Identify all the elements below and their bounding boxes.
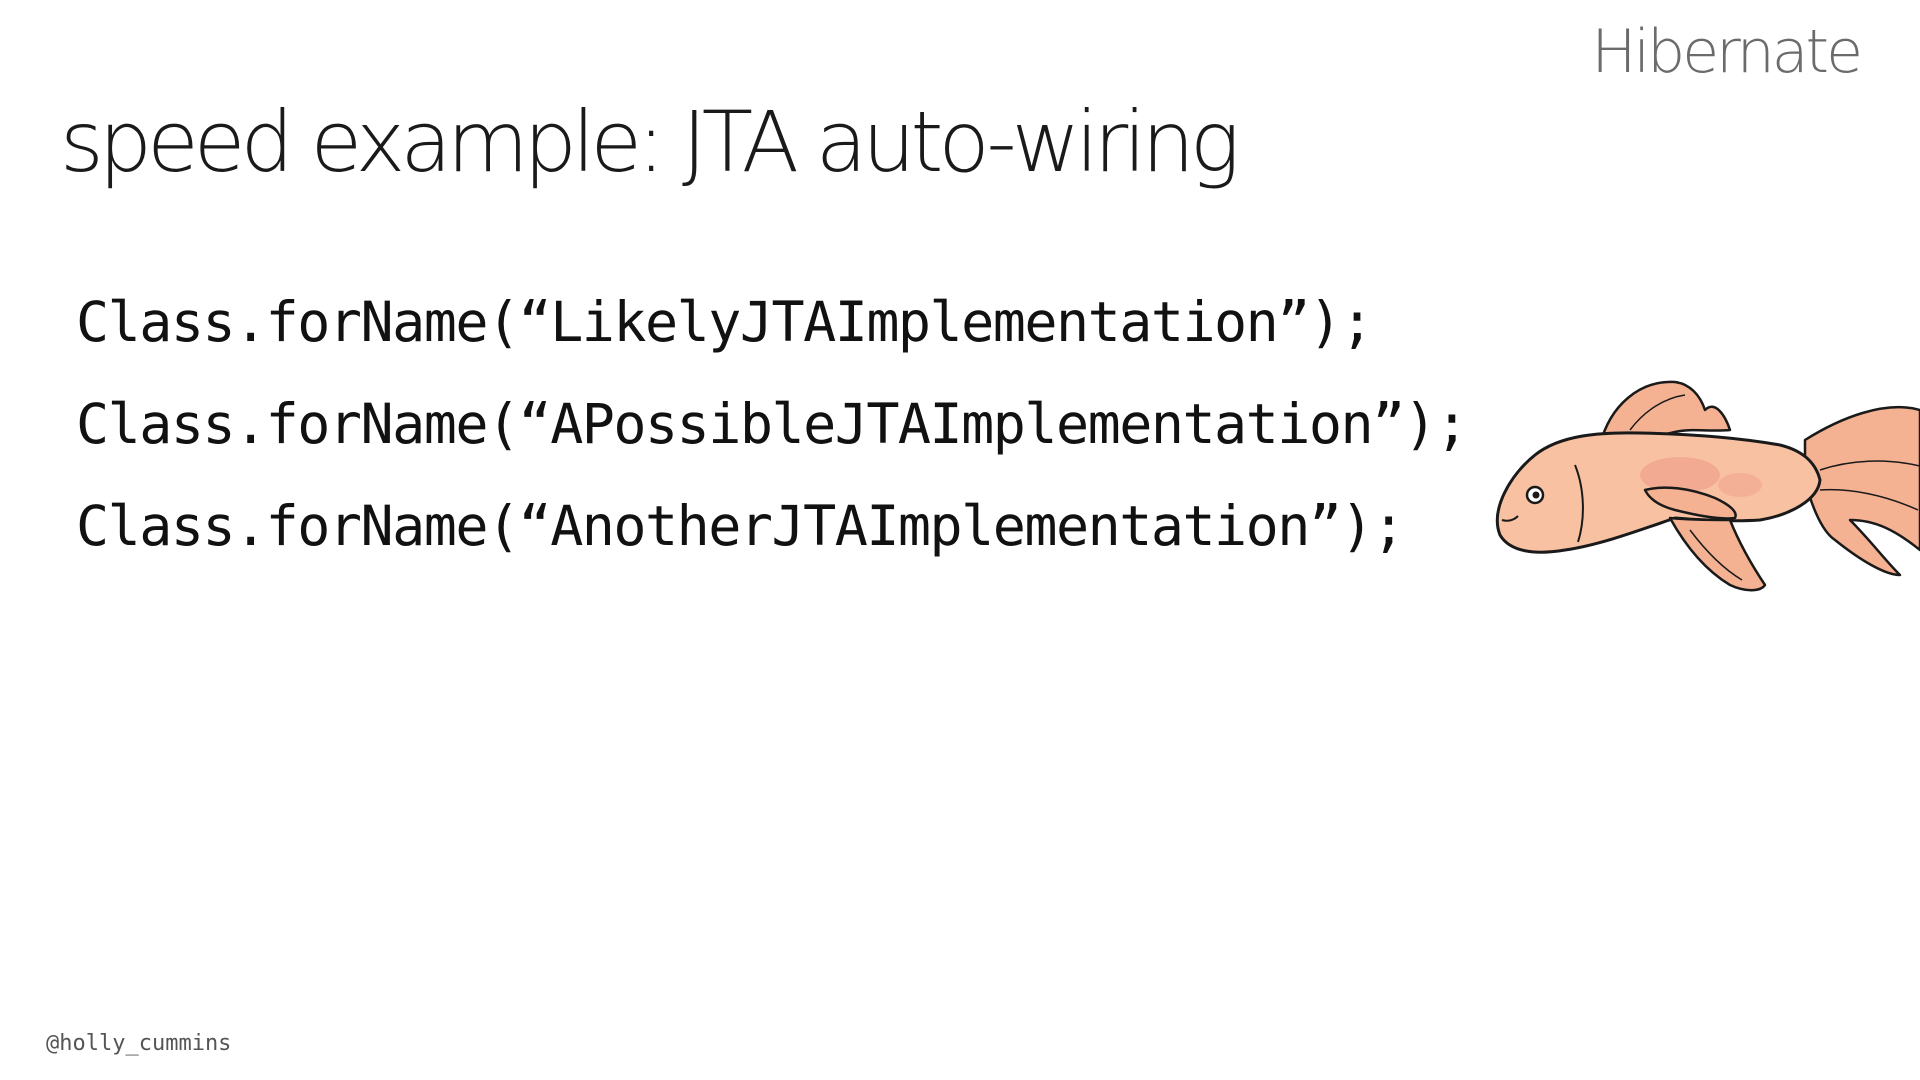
code-line: Class.forName(“LikelyJTAImplementation”)… (76, 290, 1374, 354)
code-block: Class.forName(“LikelyJTAImplementation”)… (76, 286, 1468, 592)
code-line: Class.forName(“APossibleJTAImplementatio… (76, 392, 1468, 456)
fish-pelvic-fin (1668, 516, 1767, 592)
goldfish-illustration (1495, 380, 1920, 592)
author-handle: @holly_cummins (46, 1031, 232, 1056)
brand-label: Hibernate (1591, 17, 1863, 87)
slide-title: speed example: JTA auto-wiring (60, 93, 1240, 191)
fish-pectoral-fin (1643, 486, 1737, 520)
fish-tail-fin (1803, 405, 1920, 577)
code-line: Class.forName(“AnotherJTAImplementation”… (76, 494, 1405, 558)
